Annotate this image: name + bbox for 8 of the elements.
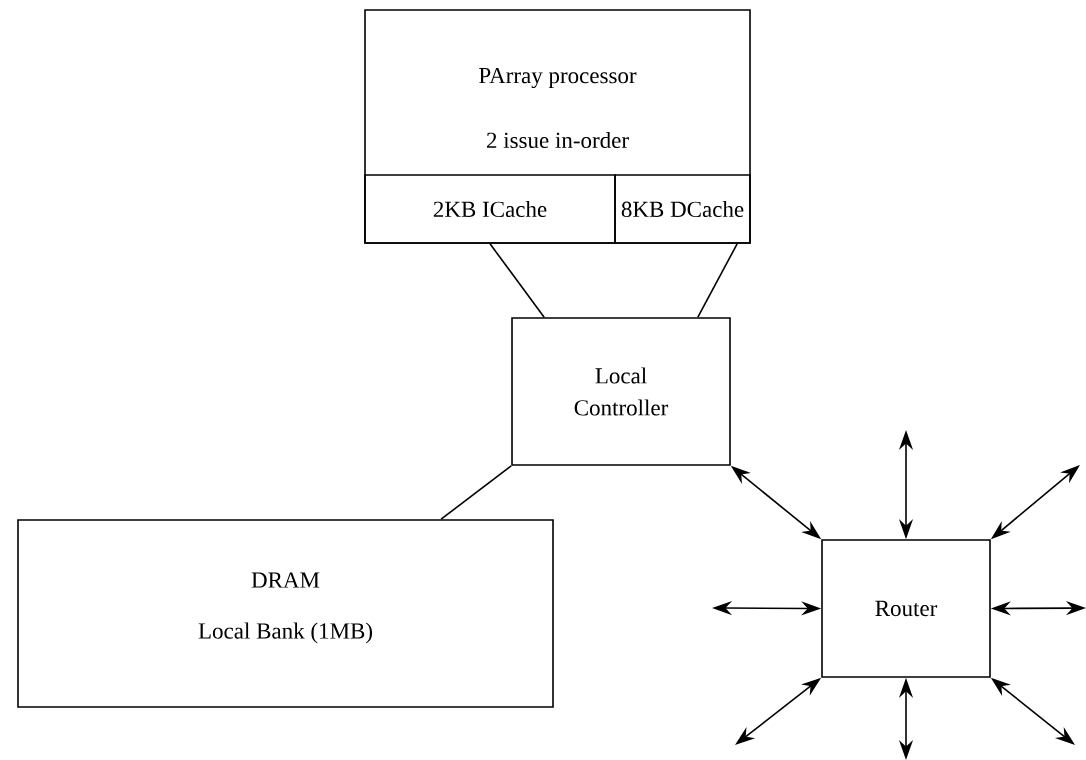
memory-box: DRAM Local Bank (1MB) <box>17 519 554 708</box>
router-box: Router <box>821 539 991 678</box>
cache-box: 8KB DCache <box>614 174 751 244</box>
controller-box: Local Controller <box>511 317 731 466</box>
connector <box>440 465 512 520</box>
connector <box>489 243 545 318</box>
cache-box: 2KB ICache <box>364 174 616 244</box>
connector <box>697 243 738 318</box>
